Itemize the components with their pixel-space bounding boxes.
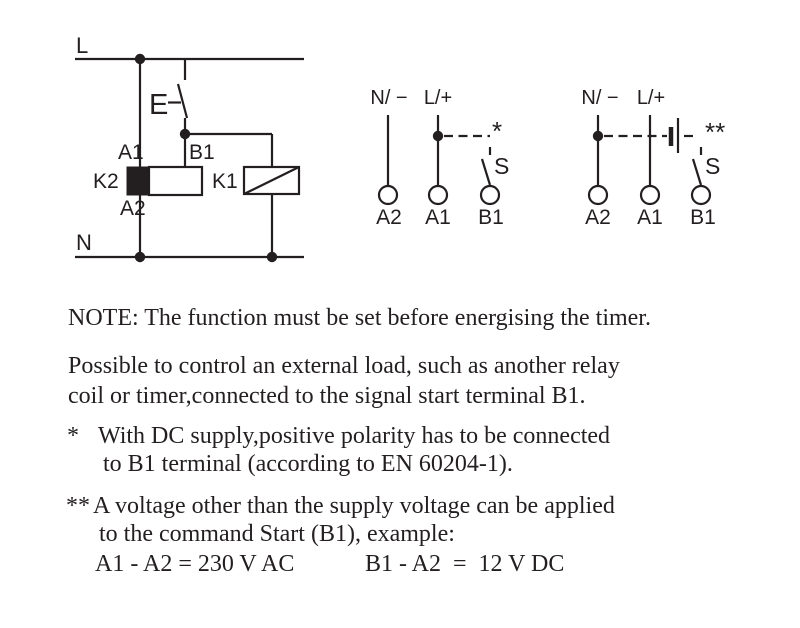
start-switch-label: E bbox=[149, 89, 168, 121]
control-circuit-diagram: L N E A1 B1 A2 K2 K1 bbox=[75, 33, 304, 263]
switch-s-label: S bbox=[494, 153, 509, 179]
junction-dot bbox=[134, 251, 146, 263]
terminal-diagram-double-star: N/ − L/+ ** S A2 A1 B1 bbox=[581, 87, 725, 229]
junction-dot bbox=[432, 130, 444, 142]
terminal-a1-label: A1 bbox=[425, 206, 451, 229]
terminal-b1-label: B1 bbox=[189, 141, 215, 164]
terminal-a2-label: A2 bbox=[120, 197, 146, 220]
note-line: NOTE: The function must be set before en… bbox=[68, 305, 651, 331]
footnote-double-star-marker: ** bbox=[66, 493, 90, 519]
intro-line-2: coil or timer,connected to the signal st… bbox=[68, 383, 586, 409]
wiring-diagrams-canvas: L N E A1 B1 A2 K2 K1 bbox=[75, 33, 725, 263]
relay-coil-diagonal bbox=[243, 166, 300, 195]
timer-ref-label: K2 bbox=[93, 170, 119, 193]
example-dc-value: B1 - A2 = 12 V DC bbox=[365, 551, 565, 577]
line-terminal-label: L/+ bbox=[424, 87, 452, 109]
footnote-double-star-line-1: A voltage other than the supply voltage … bbox=[93, 493, 615, 519]
terminal-a1-label: A1 bbox=[637, 206, 663, 229]
switch-blade bbox=[176, 83, 189, 119]
neutral-rail-label: N bbox=[76, 230, 92, 255]
terminal-a1-label: A1 bbox=[118, 141, 144, 164]
terminal-a2-label: A2 bbox=[585, 206, 611, 229]
terminal-circle-b1 bbox=[479, 184, 501, 206]
line-terminal-label: L/+ bbox=[637, 87, 665, 109]
terminal-b1-label: B1 bbox=[478, 206, 504, 229]
footnote-star-line-1: With DC supply,positive polarity has to … bbox=[98, 423, 611, 449]
terminal-circle-a2 bbox=[377, 184, 399, 206]
start-switch-blade bbox=[691, 158, 703, 186]
footnote-star-line-2: to B1 terminal (according to EN 60204-1)… bbox=[103, 451, 513, 477]
terminal-circle-a1 bbox=[427, 184, 449, 206]
junction-dot bbox=[592, 130, 604, 142]
terminal-diagram-star: N/ − L/+ * S A2 A1 B1 bbox=[370, 87, 509, 229]
terminal-a2-label: A2 bbox=[376, 206, 402, 229]
footnote-double-star-line-2: to the command Start (B1), example: bbox=[99, 521, 455, 547]
terminal-b1-label: B1 bbox=[690, 206, 716, 229]
terminal-circle-a2 bbox=[587, 184, 609, 206]
terminal-circle-a1 bbox=[639, 184, 661, 206]
timer-body-box bbox=[147, 165, 204, 197]
relay-ref-label: K1 bbox=[212, 170, 238, 193]
start-switch-blade bbox=[480, 158, 492, 186]
switch-s-label: S bbox=[705, 153, 720, 179]
timer-input-block-icon bbox=[126, 166, 150, 196]
intro-line-1: Possible to control an external load, su… bbox=[68, 353, 620, 379]
footnote-marker-double-star: ** bbox=[705, 117, 725, 147]
terminal-circle-b1 bbox=[690, 184, 712, 206]
footnote-marker-star: * bbox=[492, 116, 502, 146]
line-rail-label: L bbox=[76, 33, 88, 58]
footnote-star-marker: * bbox=[67, 423, 79, 449]
neutral-terminal-label: N/ − bbox=[581, 87, 618, 109]
neutral-terminal-label: N/ − bbox=[370, 87, 407, 109]
example-ac-value: A1 - A2 = 230 V AC bbox=[95, 551, 295, 577]
junction-dot bbox=[134, 53, 146, 65]
